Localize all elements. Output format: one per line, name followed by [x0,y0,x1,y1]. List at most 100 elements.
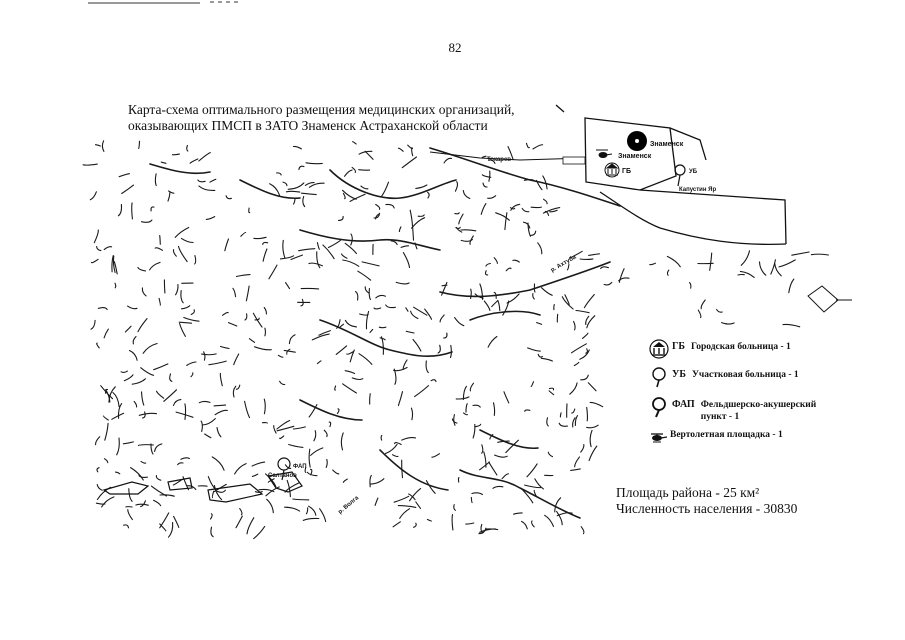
stream-segment [105,388,111,403]
stream-segment [580,526,585,535]
stream-segment [487,195,497,199]
stream-segment [163,279,166,294]
stream-segment [138,140,141,149]
stream-segment [385,203,395,209]
stream-segment [368,287,371,301]
stream-segment [402,359,408,370]
stream-segment [198,185,216,192]
stream-segment [393,366,408,372]
stream-segment [574,456,581,468]
stream-segment [573,361,580,367]
stream-segment [411,147,414,157]
stream-segment [123,524,130,529]
stream-segment [574,415,579,427]
stream-segment [116,437,120,456]
stream-segment [493,257,498,264]
map-edge-box [807,285,852,313]
map-pin-icon [652,367,666,388]
stream-segment [308,404,318,418]
stream-segment [408,493,416,501]
stat-area: Площадь района - 25 км² [616,485,760,500]
stream-segment [527,347,541,352]
stream-segment [239,508,243,516]
stream-segment [397,505,417,508]
stream-segment [93,229,99,244]
stream-segment [298,248,316,252]
place-label-kapustin-yar: Капустин Яр [679,187,716,193]
stream-segment [308,182,325,188]
stream-segment [177,245,188,263]
stream-segment [267,478,275,483]
map-marker-label-ub: УБ [689,169,698,175]
stream-segment [171,153,180,156]
stream-segment [140,219,153,223]
stream-segment [150,206,155,212]
stream-segment [305,162,323,165]
stream-segment [159,494,175,497]
stream-segment [254,317,260,321]
stream-segment [130,467,144,481]
stream-segment [455,226,463,233]
stream-segment [186,361,197,366]
stream-segment [401,437,417,441]
stream-segment [365,310,370,330]
stream-segment [276,425,295,432]
stream-segment [501,473,509,480]
stream-segment [153,363,169,371]
stream-segment [112,255,116,274]
stream-segment [158,297,161,306]
legend-abbr: ФАП [672,399,695,410]
stream-segment [575,309,590,314]
stream-segment [344,319,358,328]
stream-segment [341,253,348,259]
stream-segment [487,335,498,348]
stream-segment [309,468,313,476]
stream-segment [337,215,344,221]
stream-segment [529,230,537,237]
stream-segment [103,415,109,421]
stream-segment [283,349,296,353]
stream-segment [462,190,471,200]
stream-segment [566,263,570,271]
stream-segment [589,429,593,448]
stream-segment [381,181,390,197]
stream-segment [393,368,397,385]
place-label-saltanov: Салтанов [268,473,297,479]
stream-segment [137,444,154,446]
stream-segment [409,209,414,227]
stream-segment [214,409,228,416]
stream-segment [209,513,213,520]
stream-segment [219,345,230,350]
stream-segment [201,353,217,356]
stream-segment [533,283,536,293]
stream-segment [160,161,167,164]
stream-segment [481,444,484,454]
stream-segment [323,429,328,438]
stream-segment [522,221,531,229]
scan-artifact [88,1,240,4]
stream-segment [583,293,595,309]
stream-segment [300,192,317,196]
stream-segment [491,299,499,308]
stream-segment [127,305,138,310]
stream-segment [244,400,251,419]
stream-segment [172,479,183,486]
stream-segment [398,226,402,233]
stream-segment [152,499,162,507]
stream-segment [334,385,337,391]
stream-segment [492,485,504,489]
legend-text: Фельдшерско-акушерский пункт - 1 [700,400,817,422]
stream-segment [405,307,409,312]
stream-segment [100,385,114,400]
stream-segment [489,433,494,440]
stream-segment [305,507,309,515]
stream-segment [121,184,135,195]
stream-segment [709,252,713,271]
stream-segment [688,282,692,289]
stream-segment [336,408,340,415]
stream-segment [292,145,302,150]
lakes [102,471,303,503]
stream-segment [540,357,553,362]
stream-segment [546,417,549,427]
stream-segment [288,334,296,345]
